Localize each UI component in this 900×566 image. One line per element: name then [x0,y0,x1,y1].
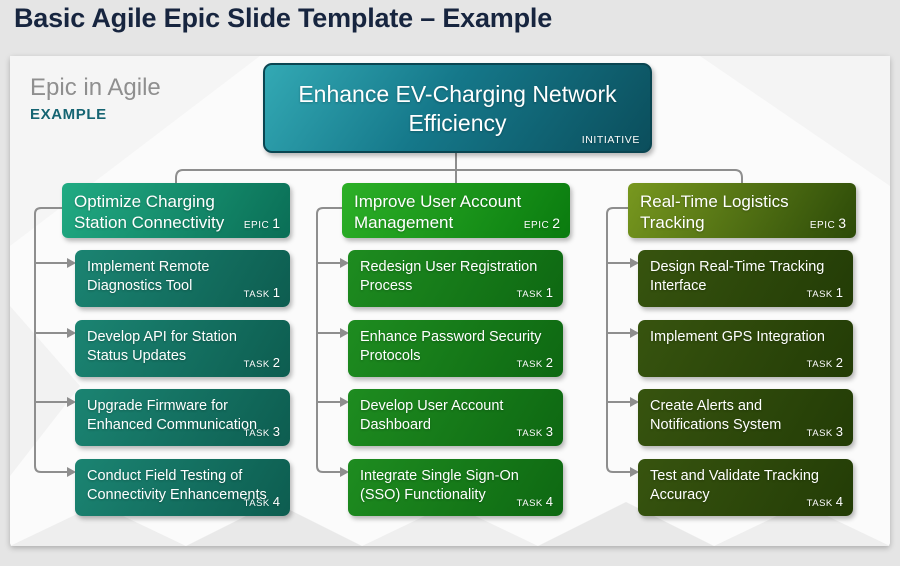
epic2-spine-line [316,207,342,473]
epic1-spine-line [34,207,67,473]
task-title: Upgrade Firmware for Enhanced Communicat… [87,398,258,433]
badge-number: 1 [272,215,280,231]
initiative-badge: INITIATIVE [581,134,640,146]
badge-number: 4 [272,494,280,509]
initiative-box: Enhance EV-Charging Network Efficiency I… [263,63,652,153]
slide-label: Epic in Agile EXAMPLE [30,74,161,123]
epic-title: Optimize Charging Station Connectivity [74,192,225,233]
task-title: Redesign User Registration Process [360,259,538,294]
badge-label: TASK [516,498,543,509]
task-title: Implement GPS Integration [650,329,825,345]
badge-label: TASK [243,498,270,509]
task-box-3-4: Test and Validate Tracking Accuracy TASK… [638,459,853,516]
badge-number: 1 [272,285,280,300]
badge-number: 3 [272,424,280,439]
badge-label: TASK [516,289,543,300]
task-title: Design Real-Time Tracking Interface [650,259,825,294]
task-title: Implement Remote Diagnostics Tool [87,259,210,294]
badge-label: TASK [516,359,543,370]
task-box-3-3: Create Alerts and Notifications System T… [638,389,853,446]
badge-number: 1 [545,285,553,300]
badge-number: 3 [838,215,846,231]
epic3-spine-line [606,207,630,473]
badge-number: 3 [545,424,553,439]
badge-number: 1 [835,285,843,300]
badge-number: 4 [545,494,553,509]
badge-label: TASK [243,428,270,439]
task-box-2-2: Enhance Password Security Protocols TASK… [348,320,563,377]
badge-number: 2 [552,215,560,231]
epic-title: Real-Time Logistics Tracking [640,192,789,233]
badge-label: EPIC [243,220,270,231]
task-box-1-3: Upgrade Firmware for Enhanced Communicat… [75,389,290,446]
task-box-1-4: Conduct Field Testing of Connectivity En… [75,459,290,516]
slide-subheading: EXAMPLE [30,106,107,123]
task-box-2-4: Integrate Single Sign-On (SSO) Functiona… [348,459,563,516]
badge-label: TASK [516,428,543,439]
badge-label: TASK [806,359,833,370]
task-title: Enhance Password Security Protocols [360,329,542,364]
badge-label: TASK [806,428,833,439]
task-title: Develop API for Station Status Updates [87,329,237,364]
initiative-bus-line [175,169,743,183]
task-box-3-1: Design Real-Time Tracking Interface TASK… [638,250,853,307]
badge-label: EPIC [523,220,550,231]
badge-number: 3 [835,424,843,439]
task-title: Conduct Field Testing of Connectivity En… [87,468,267,503]
epic-box-1: Optimize Charging Station Connectivity E… [62,183,290,238]
task-title: Create Alerts and Notifications System [650,398,782,433]
task-title: Develop User Account Dashboard [360,398,504,433]
slide-heading: Epic in Agile [30,74,161,101]
badge-label: TASK [243,289,270,300]
page-title: Basic Agile Epic Slide Template – Exampl… [14,3,553,33]
badge-number: 2 [835,355,843,370]
badge-label: TASK [243,359,270,370]
task-title: Test and Validate Tracking Accuracy [650,468,819,503]
badge-label: EPIC [809,220,836,231]
task-box-1-2: Develop API for Station Status Updates T… [75,320,290,377]
initiative-title: Enhance EV-Charging Network Efficiency [298,81,617,136]
badge-label: TASK [806,498,833,509]
task-title: Integrate Single Sign-On (SSO) Functiona… [360,468,519,503]
badge-number: 2 [545,355,553,370]
badge-label: TASK [806,289,833,300]
epic-title: Improve User Account Management [354,192,522,233]
slide-card: Epic in Agile EXAMPLE Enhance EV-Chargin… [10,56,890,546]
badge-number: 2 [272,355,280,370]
badge-number: 4 [835,494,843,509]
